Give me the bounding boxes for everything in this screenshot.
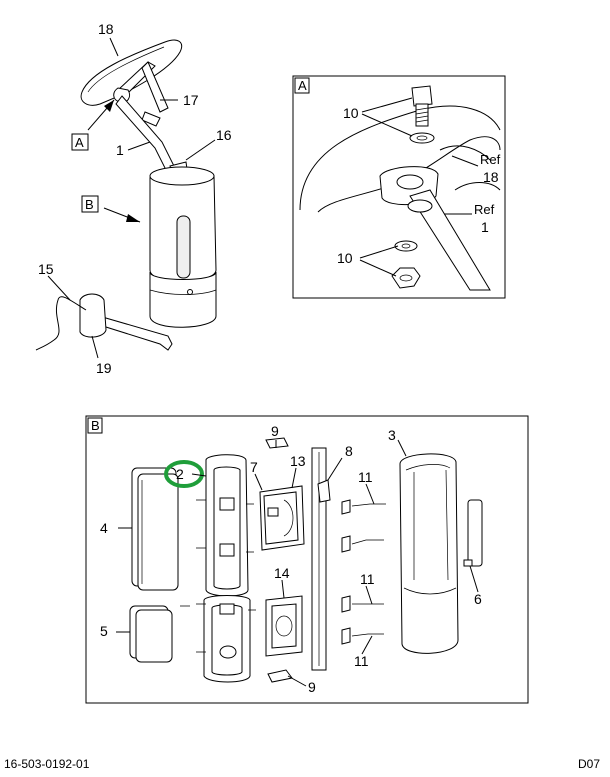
wire-harness: [35, 296, 87, 351]
base-bracket: [79, 293, 107, 338]
callout-3: 3: [388, 427, 396, 443]
callout-16: 16: [216, 127, 232, 143]
callout-6: 6: [474, 591, 482, 607]
callout-9-bottom: 9: [308, 679, 316, 695]
callout-19: 19: [96, 360, 112, 376]
callout-18: 18: [98, 21, 114, 37]
mirror-glass-large: [131, 467, 179, 591]
trim-strip: [467, 499, 483, 567]
detail-b: B: [85, 415, 529, 704]
detail-ref-b-box: [81, 195, 99, 213]
callout-2: 2: [176, 466, 184, 482]
motor-plate-lower: [265, 595, 303, 657]
callout-15: 15: [38, 261, 54, 277]
highlight-circle: [164, 460, 204, 488]
part-number: 16-503-0192-01: [4, 757, 90, 771]
main-view: 18 17 1 16 15 19 A B: [35, 21, 232, 376]
detail-a: A 10 10 Ref 18 Ref 1: [292, 75, 506, 299]
callout-1: 1: [116, 142, 124, 158]
mirror-glass-small: [129, 605, 173, 663]
ref-18-number: 18: [483, 169, 499, 185]
detail-b-frame: [85, 415, 529, 704]
ref-18-label: Ref: [480, 152, 501, 167]
clip-top: [265, 437, 289, 449]
main-mirror-head: [149, 166, 217, 328]
detail-b-label: B: [91, 418, 100, 433]
detail-ref-a-box: [71, 133, 89, 151]
ref-1-number: 1: [481, 219, 489, 235]
callout-10-bottom: 10: [337, 250, 353, 266]
detail-ref-a: A: [75, 135, 84, 150]
motor-plate-upper: [259, 485, 305, 551]
ref-1-label: Ref: [474, 202, 495, 217]
callout-9-top: 9: [271, 423, 279, 439]
harness-clip: [317, 479, 331, 503]
detail-a-label: A: [298, 78, 307, 93]
callout-11-b: 11: [360, 571, 375, 587]
callout-4: 4: [100, 520, 108, 536]
callout-13: 13: [290, 453, 306, 469]
callout-7: 7: [250, 459, 258, 475]
upper-mirror: [80, 39, 183, 127]
retainer-clips: [341, 499, 386, 645]
housing-frame: [180, 454, 256, 683]
outer-housing: [399, 453, 459, 654]
callout-17: 17: [183, 92, 199, 108]
detail-a-frame: [292, 75, 506, 299]
callout-11-c: 11: [354, 653, 369, 669]
callout-5: 5: [100, 623, 108, 639]
trim-screw: [463, 559, 473, 567]
callout-10-top: 10: [343, 105, 359, 121]
callout-14: 14: [274, 565, 290, 581]
callout-11-a: 11: [358, 469, 373, 485]
page-code: D07: [577, 757, 600, 771]
callout-8: 8: [345, 443, 353, 459]
detail-ref-b: B: [85, 197, 94, 212]
